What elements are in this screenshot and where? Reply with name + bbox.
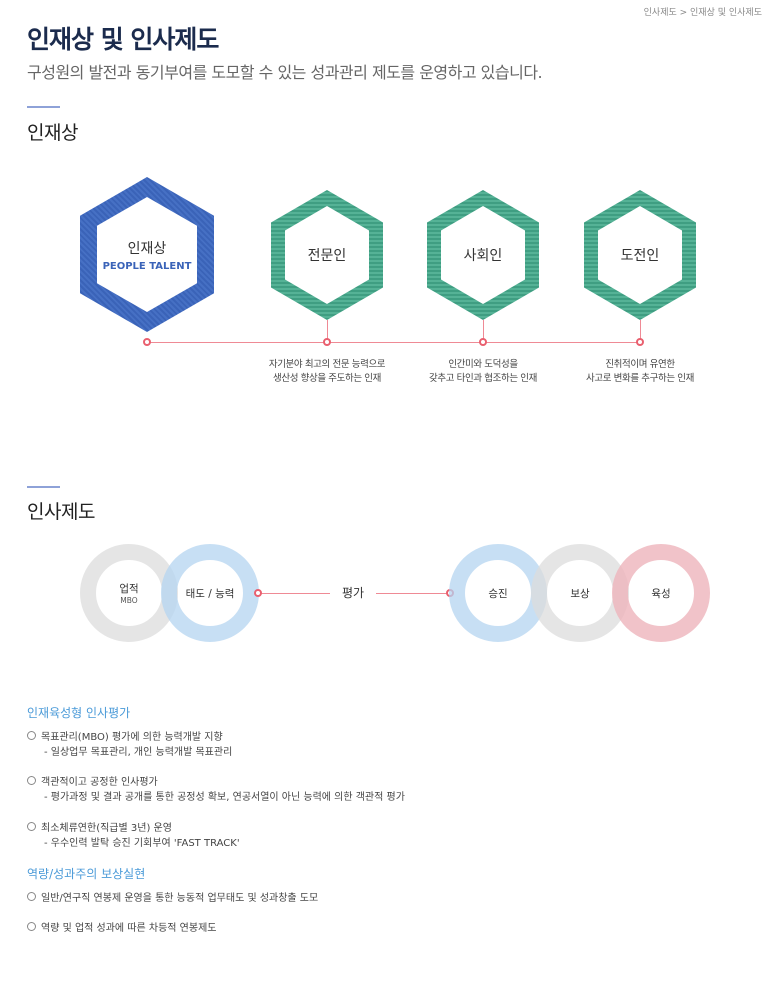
desc-line: 진취적이며 유연한	[605, 359, 675, 370]
list-item: 최소체류연한(직급별 3년) 운영	[27, 819, 172, 834]
list-subitem: - 일상업무 목표관리, 개인 능력개발 목표관리	[44, 747, 233, 758]
hex-label: 사회인	[463, 248, 503, 264]
hex-label: 전문인	[307, 248, 347, 264]
ring-label: 승진	[488, 587, 508, 600]
hex-main-label: 인재상	[127, 240, 167, 257]
item-text: 최소체류연한(직급별 3년) 운영	[41, 823, 172, 834]
group-title: 인재육성형 인사평가	[27, 706, 131, 720]
bullet-circle-icon	[27, 822, 36, 831]
connector	[483, 320, 484, 342]
evaluation-dot	[254, 589, 262, 597]
timeline-dot	[323, 338, 331, 346]
desc-line: 자기분야 최고의 전문 능력으로	[268, 359, 386, 370]
section-divider	[27, 106, 60, 108]
bullet-circle-icon	[27, 892, 36, 901]
list-item: 객관적이고 공정한 인사평가	[27, 773, 158, 788]
desc-line: 인간미와 도덕성을	[448, 359, 518, 370]
list-item: 목표관리(MBO) 평가에 의한 능력개발 지향	[27, 728, 223, 743]
hex-main: 인재상 PEOPLE TALENT	[80, 177, 214, 332]
ring-label: 업적	[119, 583, 139, 595]
hex-main-sub: PEOPLE TALENT	[102, 260, 192, 272]
hex-expert: 전문인	[271, 190, 383, 320]
breadcrumb: 인사제도 > 인재상 및 인사제도	[643, 8, 762, 18]
section-divider	[27, 486, 60, 488]
list-subitem: - 우수인력 발탁 승진 기회부여 'FAST TRACK'	[44, 838, 240, 849]
timeline-line	[147, 342, 640, 343]
page-title: 인재상 및 인사제도	[27, 25, 219, 54]
section-heading-talent: 인재상	[27, 122, 78, 144]
hex-challenger: 도전인	[584, 190, 696, 320]
evaluation-label: 평가	[330, 584, 376, 601]
item-text: 목표관리(MBO) 평가에 의한 능력개발 지향	[41, 732, 223, 743]
connector	[640, 320, 641, 342]
section-heading-hr-system: 인사제도	[27, 501, 95, 523]
desc-line: 사고로 변화를 추구하는 인재	[586, 373, 694, 384]
timeline-dot	[479, 338, 487, 346]
desc-line: 갖추고 타인과 협조하는 인재	[429, 373, 537, 384]
list-item: 역량 및 업적 성과에 따른 차등적 연봉제도	[27, 919, 216, 934]
list-item: 일반/연구직 연봉제 운영을 통한 능동적 업무태도 및 성과창출 도모	[27, 889, 318, 904]
item-text: 일반/연구직 연봉제 운영을 통한 능동적 업무태도 및 성과창출 도모	[41, 893, 319, 904]
connector	[327, 320, 328, 342]
bullet-circle-icon	[27, 731, 36, 740]
ring-attitude: 태도 / 능력	[161, 544, 259, 642]
ring-label: 육성	[651, 587, 671, 600]
group-title: 역량/성과주의 보상실현	[27, 867, 146, 881]
ring-label: 보상	[570, 587, 590, 600]
bullet-circle-icon	[27, 922, 36, 931]
ring-label: 태도 / 능력	[185, 587, 235, 600]
page-subtitle: 구성원의 발전과 동기부여를 도모할 수 있는 성과관리 제도를 운영하고 있습…	[27, 63, 543, 82]
timeline-dot	[143, 338, 151, 346]
hex-social: 사회인	[427, 190, 539, 320]
hex-label: 도전인	[620, 248, 660, 264]
timeline-dot	[636, 338, 644, 346]
desc-line: 생산성 향상을 주도하는 인재	[273, 373, 381, 384]
list-subitem: - 평가과정 및 결과 공개를 통한 공정성 확보, 연공서열이 아닌 능력에 …	[44, 792, 405, 803]
item-text: 객관적이고 공정한 인사평가	[41, 777, 158, 788]
ring-development: 육성	[612, 544, 710, 642]
item-text: 역량 및 업적 성과에 따른 차등적 연봉제도	[41, 923, 217, 934]
bullet-circle-icon	[27, 776, 36, 785]
ring-sub: MBO	[120, 596, 138, 605]
